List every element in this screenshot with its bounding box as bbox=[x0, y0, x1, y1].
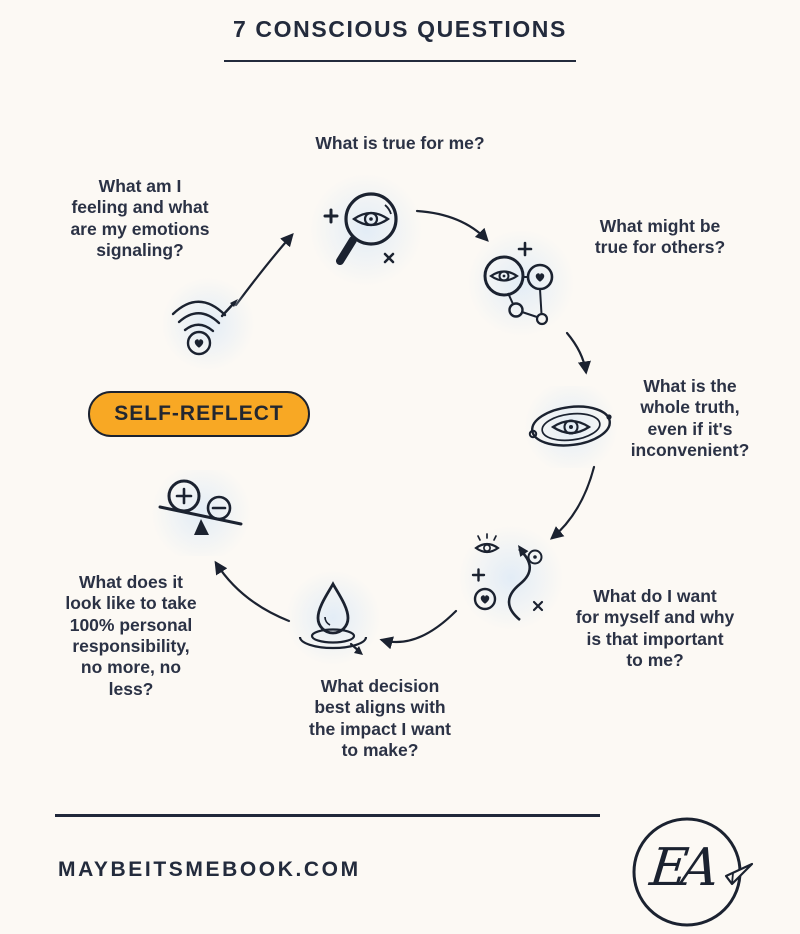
question-3: What is the whole truth, even if it's in… bbox=[630, 376, 750, 461]
question-4: What do I want for myself and why is tha… bbox=[575, 586, 735, 671]
self-reflect-label: SELF-REFLECT bbox=[114, 402, 284, 425]
question-7: What am I feeling and what are my emotio… bbox=[70, 176, 210, 261]
footer-divider bbox=[55, 814, 600, 817]
winding-path-icon bbox=[459, 522, 562, 634]
magnifier-eye-icon bbox=[308, 172, 423, 287]
page-title: 7 CONSCIOUS QUESTIONS bbox=[233, 16, 567, 42]
question-6: What does it look like to take 100% pers… bbox=[65, 572, 197, 699]
logo: EA bbox=[626, 812, 758, 932]
self-reflect-badge: SELF-REFLECT bbox=[88, 391, 310, 437]
network-eyes-icon bbox=[468, 227, 574, 339]
arrow-4-to-5 bbox=[379, 609, 458, 650]
website-text: MAYBEITSMEBOOK.COM bbox=[58, 858, 361, 881]
balance-icon bbox=[143, 469, 258, 557]
title-underline bbox=[224, 60, 576, 62]
question-5: What decision best aligns with the impac… bbox=[309, 676, 451, 761]
orbit-eye-icon bbox=[518, 386, 624, 468]
arrow-2-to-3 bbox=[565, 331, 591, 375]
signal-heart-icon bbox=[160, 278, 256, 370]
logo-circle bbox=[632, 817, 754, 927]
question-1: What is true for me? bbox=[315, 133, 485, 153]
question-2: What might be true for others? bbox=[594, 216, 726, 258]
ea-monogram: EA bbox=[647, 838, 715, 898]
droplet-ripple-icon bbox=[285, 570, 381, 666]
